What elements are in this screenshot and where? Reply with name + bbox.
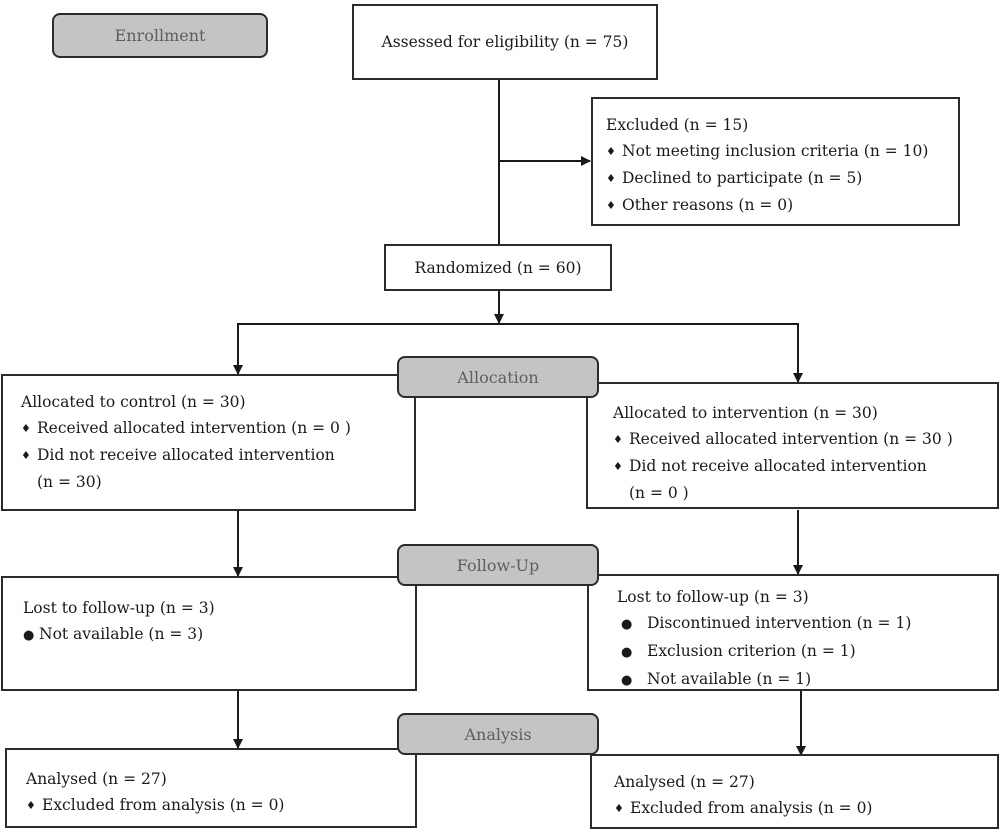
randomized-text: Randomized (n = 60) xyxy=(414,258,582,277)
phase-label-allocation: Allocation xyxy=(397,356,599,398)
analysis-label-text: Analysis xyxy=(464,724,532,744)
excluded-item-text: Declined to participate (n = 5) xyxy=(622,169,863,187)
control-followup-box: Lost to follow-up (n = 3) ● Not available… xyxy=(1,576,417,691)
intervention-allocation-item: ♦ Received allocated intervention (n = 30… xyxy=(613,426,997,453)
intervention-allocation-item-text: Did not receive allocated intervention xyxy=(629,457,927,475)
follow-up-label-text: Follow-Up xyxy=(456,555,540,575)
bullet-icon: ● xyxy=(23,628,35,643)
control-analysis-item: ♦ Excluded from analysis (n = 0) xyxy=(26,792,415,819)
diamond-bullet-icon: ♦ xyxy=(606,172,616,185)
phase-label-analysis: Analysis xyxy=(397,713,599,755)
diamond-bullet-icon: ♦ xyxy=(606,145,616,158)
intervention-allocation-item-continuation: (n = 0 ) xyxy=(629,484,689,502)
bullet-icon: ● xyxy=(621,673,633,688)
intervention-followup-item: ● Exclusion criterion (n = 1) xyxy=(617,638,997,666)
diamond-bullet-icon: ♦ xyxy=(613,433,623,446)
allocation-label-text: Allocation xyxy=(457,367,539,387)
intervention-allocation-title: Allocated to intervention (n = 30) xyxy=(613,404,878,422)
control-allocation-item-text: Did not receive allocated intervention xyxy=(37,446,335,464)
intervention-allocation-item-text: Received allocated intervention (n = 30 … xyxy=(629,430,953,448)
excluded-item: ♦ Not meeting inclusion criteria (n = 10) xyxy=(606,138,958,165)
excluded-item: ♦ Other reasons (n = 0) xyxy=(606,192,958,219)
control-analysis-item-text: Excluded from analysis (n = 0) xyxy=(42,796,285,814)
bullet-icon: ● xyxy=(621,645,633,660)
intervention-allocation-item: ♦ Did not receive allocated intervention xyxy=(613,453,997,480)
control-analysis-title: Analysed (n = 27) xyxy=(26,770,167,788)
control-followup-title: Lost to follow-up (n = 3) xyxy=(23,599,215,617)
control-allocation-item: ♦ Did not receive allocated intervention xyxy=(21,442,414,469)
control-followup-item-text: Not available (n = 3) xyxy=(39,625,204,643)
intervention-allocation-box: Allocated to intervention (n = 30) ♦ Rece… xyxy=(586,382,999,509)
intervention-followup-item-text: Not available (n = 1) xyxy=(647,670,812,688)
excluded-item-text: Not meeting inclusion criteria (n = 10) xyxy=(622,142,929,160)
control-allocation-box: Allocated to control (n = 30) ♦ Received … xyxy=(1,374,416,511)
intervention-followup-item-text: Discontinued intervention (n = 1) xyxy=(647,614,912,632)
phase-label-enrollment: Enrollment xyxy=(52,13,268,58)
diamond-bullet-icon: ♦ xyxy=(606,199,616,212)
excluded-item-text: Other reasons (n = 0) xyxy=(622,196,794,214)
intervention-analysis-box: Analysed (n = 27) ♦ Excluded from analysi… xyxy=(590,754,999,829)
control-allocation-item-text: Received allocated intervention (n = 0 ) xyxy=(37,419,351,437)
enrollment-label-text: Enrollment xyxy=(114,26,206,45)
excluded-item: ♦ Declined to participate (n = 5) xyxy=(606,165,958,192)
diamond-bullet-icon: ♦ xyxy=(26,799,36,812)
excluded-box: Excluded (n = 15) ♦ Not meeting inclusion… xyxy=(591,97,960,226)
intervention-analysis-item-text: Excluded from analysis (n = 0) xyxy=(630,799,873,817)
control-followup-item: ● Not available (n = 3) xyxy=(23,621,415,649)
intervention-followup-title: Lost to follow-up (n = 3) xyxy=(617,588,809,606)
diamond-bullet-icon: ♦ xyxy=(614,802,624,815)
diamond-bullet-icon: ♦ xyxy=(21,449,31,462)
randomized-box: Randomized (n = 60) xyxy=(384,244,612,291)
phase-label-follow-up: Follow-Up xyxy=(397,544,599,586)
excluded-title: Excluded (n = 15) xyxy=(606,116,749,134)
intervention-followup-item: ● Discontinued intervention (n = 1) xyxy=(617,610,997,638)
intervention-followup-item: ● Not available (n = 1) xyxy=(617,666,997,694)
control-allocation-item-continuation: (n = 30) xyxy=(37,473,102,491)
intervention-followup-box: Lost to follow-up (n = 3) ● Discontinued … xyxy=(587,574,999,691)
intervention-analysis-item: ♦ Excluded from analysis (n = 0) xyxy=(614,795,997,822)
intervention-followup-item-text: Exclusion criterion (n = 1) xyxy=(647,642,856,660)
control-allocation-item: ♦ Received allocated intervention (n = 0 … xyxy=(21,415,414,442)
assessed-text: Assessed for eligibility (n = 75) xyxy=(381,33,629,51)
control-analysis-box: Analysed (n = 27) ♦ Excluded from analysi… xyxy=(5,748,417,828)
diamond-bullet-icon: ♦ xyxy=(21,422,31,435)
intervention-analysis-title: Analysed (n = 27) xyxy=(614,773,755,791)
diamond-bullet-icon: ♦ xyxy=(613,460,623,473)
assessed-box: Assessed for eligibility (n = 75) xyxy=(352,4,658,80)
control-allocation-title: Allocated to control (n = 30) xyxy=(21,393,246,411)
bullet-icon: ● xyxy=(621,617,633,632)
